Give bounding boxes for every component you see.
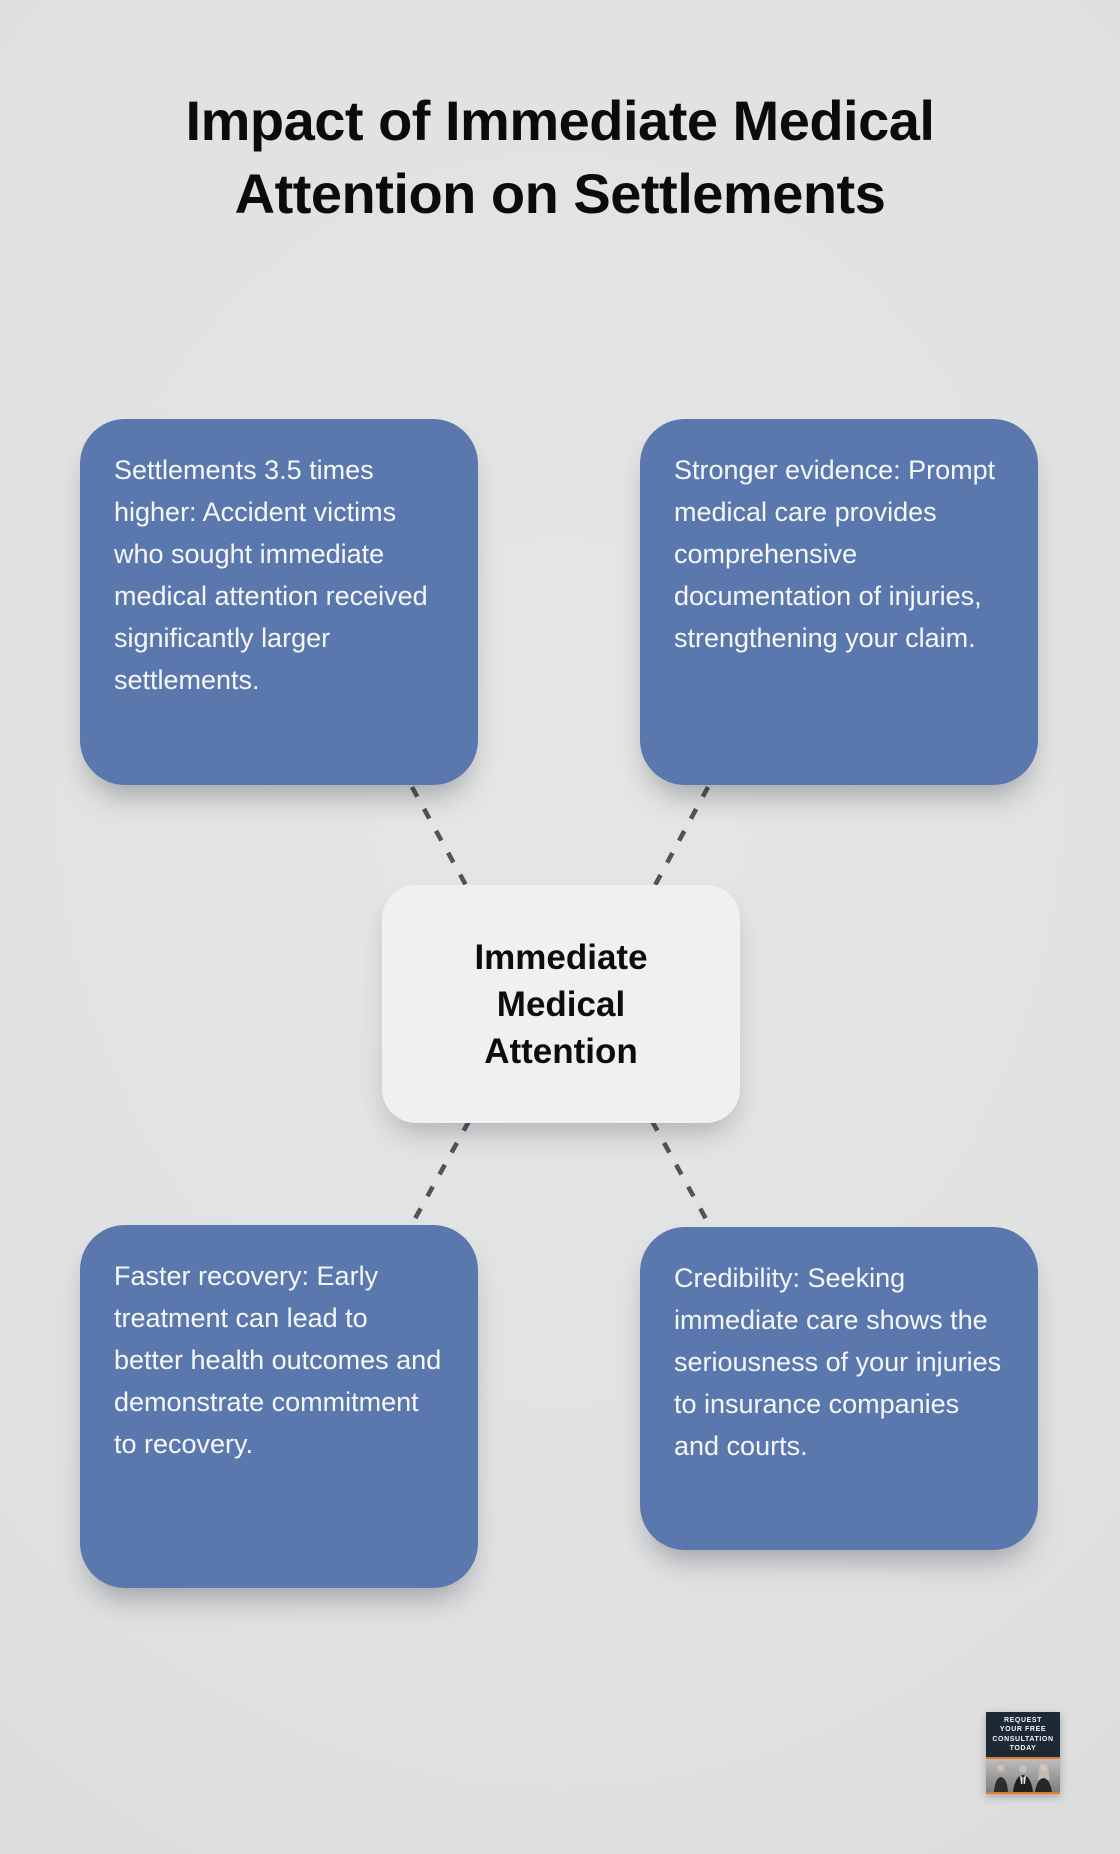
consultation-badge[interactable]: REQUEST YOUR FREE CONSULTATION TODAY xyxy=(986,1712,1060,1794)
person-left-icon xyxy=(994,1763,1008,1792)
attorneys-photo xyxy=(986,1759,1060,1792)
badge-divider xyxy=(986,1792,1060,1794)
info-card-text: Stronger evidence: Prompt medical care p… xyxy=(674,455,996,653)
consultation-badge-text: REQUEST YOUR FREE CONSULTATION TODAY xyxy=(986,1712,1060,1757)
info-card-stronger-evidence: Stronger evidence: Prompt medical care p… xyxy=(640,419,1038,785)
center-node-label: Immediate Medical Attention xyxy=(474,937,648,1071)
info-card-text: Settlements 3.5 times higher: Accident v… xyxy=(114,455,428,695)
page-title: Impact of Immediate Medical Attention on… xyxy=(185,89,935,225)
badge-divider xyxy=(986,1757,1060,1759)
badge-line: YOUR FREE xyxy=(999,1726,1047,1733)
badge-line: REQUEST xyxy=(1003,1716,1043,1724)
badge-line: CONSULTATION xyxy=(992,1735,1054,1743)
connector-line-bottom-left xyxy=(408,1119,472,1228)
info-card-text: Credibility: Seeking immediate care show… xyxy=(674,1263,1002,1461)
connector-line-top-left xyxy=(409,785,471,891)
info-card-text: Faster recovery: Early treatment can lea… xyxy=(114,1261,442,1459)
center-node: Immediate Medical Attention xyxy=(382,885,740,1123)
person-middle-icon xyxy=(1013,1765,1033,1792)
info-card-faster-recovery: Faster recovery: Early treatment can lea… xyxy=(80,1225,478,1588)
info-card-settlements-higher: Settlements 3.5 times higher: Accident v… xyxy=(80,419,478,785)
badge-line: TODAY xyxy=(1009,1745,1037,1752)
info-card-credibility: Credibility: Seeking immediate care show… xyxy=(640,1227,1038,1550)
person-right-icon xyxy=(1035,1763,1052,1792)
connector-line-top-right xyxy=(650,785,711,891)
connector-line-bottom-right xyxy=(649,1119,714,1230)
